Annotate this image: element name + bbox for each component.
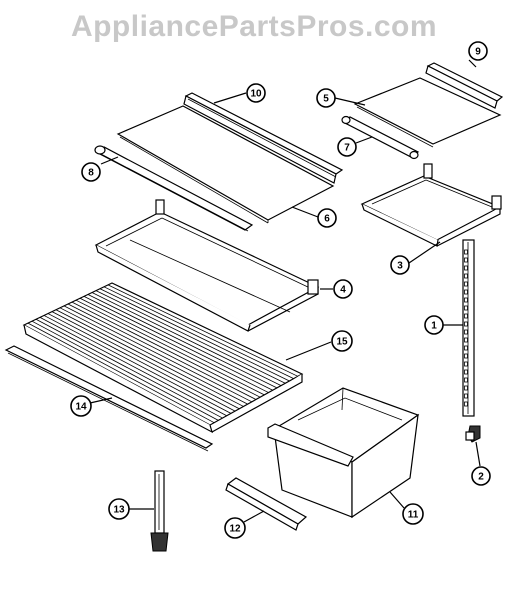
callout-10: 10 <box>213 83 266 104</box>
ladder-track-slot <box>464 369 468 375</box>
ladder-track-slot <box>464 345 468 351</box>
callout-14: 14 <box>70 395 113 417</box>
callout-7: 7 <box>337 136 373 157</box>
callout-label-12: 12 <box>229 524 241 535</box>
wire-shelf-bar <box>87 294 278 389</box>
callout-label-2: 2 <box>478 472 484 483</box>
callout-6: 6 <box>291 206 337 228</box>
callout-label-7: 7 <box>344 143 350 154</box>
part-small-shelf-front-trim <box>341 115 420 160</box>
wire-shelf-bar <box>95 290 286 384</box>
callout-label-1: 1 <box>431 321 437 332</box>
wire-shelf-bar <box>31 320 219 421</box>
wire-shelf-bar <box>79 297 269 393</box>
part-large-glass-shelf <box>116 105 335 224</box>
callout-13: 13 <box>108 498 154 520</box>
part-shelf-support-clip <box>465 425 481 443</box>
ladder-track-slot <box>464 257 468 263</box>
callout-label-8: 8 <box>88 168 94 179</box>
part-drawer-slide-rail <box>225 477 308 531</box>
wire-shelf-bar <box>67 303 257 400</box>
wire-shelf-bar <box>63 305 253 403</box>
callout-2: 2 <box>471 441 491 486</box>
wire-shelf-bar <box>103 286 294 379</box>
callout-12: 12 <box>224 510 265 539</box>
ladder-track-slot <box>464 305 468 311</box>
callout-9: 9 <box>468 41 488 68</box>
ladder-track-slot <box>464 393 468 399</box>
wire-shelf-bar <box>91 292 282 386</box>
callout-1: 1 <box>424 315 463 335</box>
ladder-track-slot <box>464 321 468 327</box>
ladder-track-slot <box>464 289 468 295</box>
wire-shelf-bar <box>35 318 223 419</box>
callout-8: 8 <box>81 156 119 182</box>
part-wire-shelf-front-trim <box>4 345 214 452</box>
callout-label-14: 14 <box>75 402 87 413</box>
callout-11: 11 <box>389 491 424 525</box>
ladder-track-slot <box>464 265 468 271</box>
part-small-shelf-frame <box>360 163 502 247</box>
callout-label-4: 4 <box>340 285 346 296</box>
callout-label-3: 3 <box>397 261 403 272</box>
wire-shelf-bar <box>55 309 244 407</box>
part-shelf-ladder-track <box>462 239 475 417</box>
part-small-shelf-rear-trim <box>425 62 504 109</box>
part-drawer-support-post <box>150 470 169 552</box>
callout-label-9: 9 <box>475 47 481 58</box>
ladder-track-slot <box>464 329 468 335</box>
wire-shelf-bar <box>59 307 248 405</box>
part-crisper-drawer <box>267 387 420 519</box>
ladder-track-slot <box>464 297 468 303</box>
wire-shelf-bar <box>75 299 265 396</box>
wire-shelf-bar <box>47 313 236 412</box>
ladder-track-slot <box>464 273 468 279</box>
watermark-text: AppliancePartsPros.com <box>70 10 438 43</box>
part-large-shelf-frame <box>94 199 320 332</box>
callout-label-11: 11 <box>408 510 419 521</box>
wire-shelf-bar <box>43 315 232 414</box>
part-small-glass-shelf <box>353 77 502 148</box>
callout-15: 15 <box>285 330 353 361</box>
callout-5: 5 <box>316 88 366 108</box>
part-large-shelf-rear-trim <box>183 92 344 184</box>
wire-shelf-bar <box>51 311 240 410</box>
callout-label-5: 5 <box>323 94 329 105</box>
callout-label-15: 15 <box>336 337 348 348</box>
wire-shelf-bar <box>39 317 227 417</box>
wire-shelf-bar <box>107 284 298 377</box>
callout-label-13: 13 <box>113 505 125 516</box>
part-wire-shelf <box>22 282 304 434</box>
ladder-track-slot <box>464 337 468 343</box>
callout-label-10: 10 <box>250 89 262 100</box>
ladder-track-slot <box>464 353 468 359</box>
ladder-track-slot <box>464 361 468 367</box>
ladder-track-slot <box>464 249 468 255</box>
ladder-track-slot <box>464 385 468 391</box>
ladder-track-slot <box>464 377 468 383</box>
ladder-track-slot <box>464 401 468 407</box>
callout-3: 3 <box>390 241 441 275</box>
wire-shelf-bar <box>83 296 273 391</box>
wire-shelf-bar <box>71 301 261 398</box>
callout-4: 4 <box>320 279 353 299</box>
wire-shelf-bar <box>27 322 215 424</box>
ladder-track-slot <box>464 281 468 287</box>
wire-shelf-bar <box>99 288 290 382</box>
callout-label-6: 6 <box>324 214 330 225</box>
ladder-track-slot <box>464 313 468 319</box>
part-large-shelf-front-trim <box>94 145 254 232</box>
